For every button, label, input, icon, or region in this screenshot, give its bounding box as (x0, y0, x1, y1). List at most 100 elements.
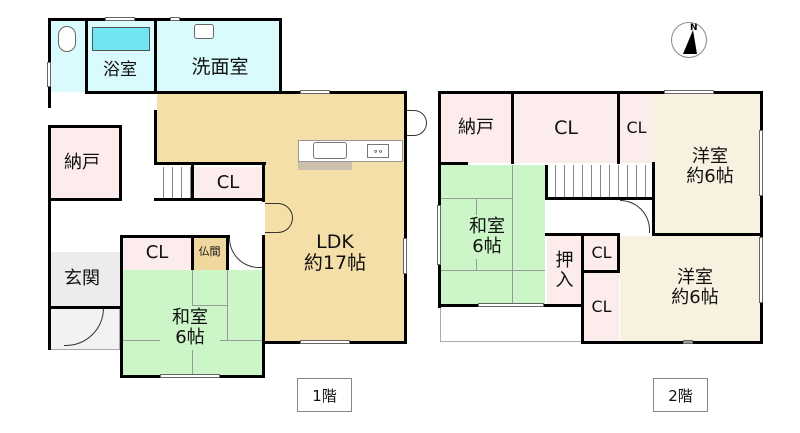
wall (120, 235, 230, 238)
wall (119, 125, 122, 201)
wall (262, 235, 265, 378)
butsuma-room (193, 237, 226, 270)
wall (438, 162, 468, 165)
wall (191, 235, 194, 270)
window (664, 90, 714, 94)
window (759, 130, 763, 196)
washroom-label: 洗面室 (191, 55, 249, 78)
storage-2f-label: 納戸 (458, 117, 494, 139)
door-swing[interactable] (265, 203, 293, 233)
door-swing[interactable] (620, 200, 650, 233)
wall (581, 233, 584, 343)
closet-top-2f (514, 93, 618, 163)
western-room-2 (620, 236, 761, 342)
stairs-2f[interactable] (547, 165, 655, 198)
wall (48, 198, 122, 201)
closet-small-2f (620, 93, 653, 163)
bathtub-icon (92, 27, 150, 51)
window (478, 303, 544, 307)
kitchen-sink-icon (313, 142, 347, 159)
wall (438, 91, 441, 308)
closet-top-2f-label: CL (554, 116, 578, 139)
wall (652, 233, 762, 236)
toilet-icon (58, 26, 76, 52)
wall (48, 125, 51, 350)
north-arrow-icon (683, 30, 697, 54)
washitsu-1f-label: 和室 6帖 (160, 306, 220, 350)
closet-mid-2f (584, 235, 619, 271)
wall (154, 18, 157, 93)
oshiire-label: 押 入 (555, 250, 574, 291)
wall (617, 91, 620, 164)
closet-mid-2f-label: CL (591, 243, 612, 263)
wall (511, 91, 514, 164)
tatami-line (192, 305, 227, 306)
sink-icon (194, 24, 214, 39)
wall (581, 270, 620, 273)
window (47, 62, 51, 87)
window (160, 374, 220, 378)
wall (154, 110, 157, 165)
kitchen-backsplash (298, 162, 352, 170)
storage-1f-label: 納戸 (64, 152, 100, 174)
entrance-label: 玄関 (64, 268, 100, 290)
ldk-room-lower (265, 160, 405, 342)
closet-washitsu-1f-label: CL (145, 242, 169, 264)
stove-icon: ∘∘ (367, 144, 389, 158)
wall (581, 341, 763, 344)
wall (617, 233, 620, 273)
stairs-1f[interactable] (155, 167, 193, 200)
butsuma-label: 仏間 (198, 244, 221, 258)
window (403, 238, 407, 274)
tatami-line (227, 270, 228, 340)
window (170, 17, 180, 21)
bath-label: 浴室 (103, 59, 137, 80)
wall (154, 162, 266, 165)
window (437, 205, 441, 265)
balcony (440, 305, 582, 342)
closet-small-2f-label: CL (626, 118, 647, 138)
tatami-line (440, 270, 545, 271)
window (300, 340, 350, 344)
wall (279, 18, 282, 93)
western-room-1 (653, 93, 761, 233)
storage-1f (50, 128, 120, 198)
floor-label-2f: 2階 (653, 378, 708, 412)
wall (545, 197, 655, 200)
closet-low-2f (584, 272, 619, 342)
wall (48, 125, 122, 128)
oshiire (547, 235, 582, 305)
wall (545, 165, 548, 200)
wall (48, 18, 282, 21)
window (300, 90, 330, 94)
floor-label-1f: 1階 (297, 378, 352, 412)
wall (404, 91, 407, 344)
compass: N (671, 22, 707, 58)
wall (154, 198, 265, 201)
window (759, 237, 763, 303)
wall (438, 91, 763, 94)
western-room-1-label: 洋室 約6帖 (686, 146, 734, 187)
closet-hall-1f-label: CL (216, 172, 240, 194)
wall (760, 91, 763, 344)
wall (262, 162, 265, 202)
closet-low-2f-label: CL (591, 297, 612, 317)
window (683, 340, 693, 344)
closet-hall-1f (193, 167, 263, 200)
storage-2f (440, 93, 512, 163)
entrance-room (50, 252, 120, 308)
ldk-label: LDK 約17帖 (303, 231, 367, 274)
tatami-line (512, 165, 513, 305)
wall (85, 18, 88, 93)
compass-north-label: N (690, 23, 698, 33)
wall (226, 235, 229, 270)
window (105, 17, 135, 21)
door-swing[interactable] (229, 238, 262, 268)
wall (652, 162, 655, 234)
wall (85, 91, 407, 94)
door-swing[interactable] (407, 110, 427, 136)
washroom (156, 20, 280, 92)
wall (191, 165, 194, 200)
closet-washitsu-1f (122, 237, 192, 270)
tatami-line (192, 340, 193, 376)
